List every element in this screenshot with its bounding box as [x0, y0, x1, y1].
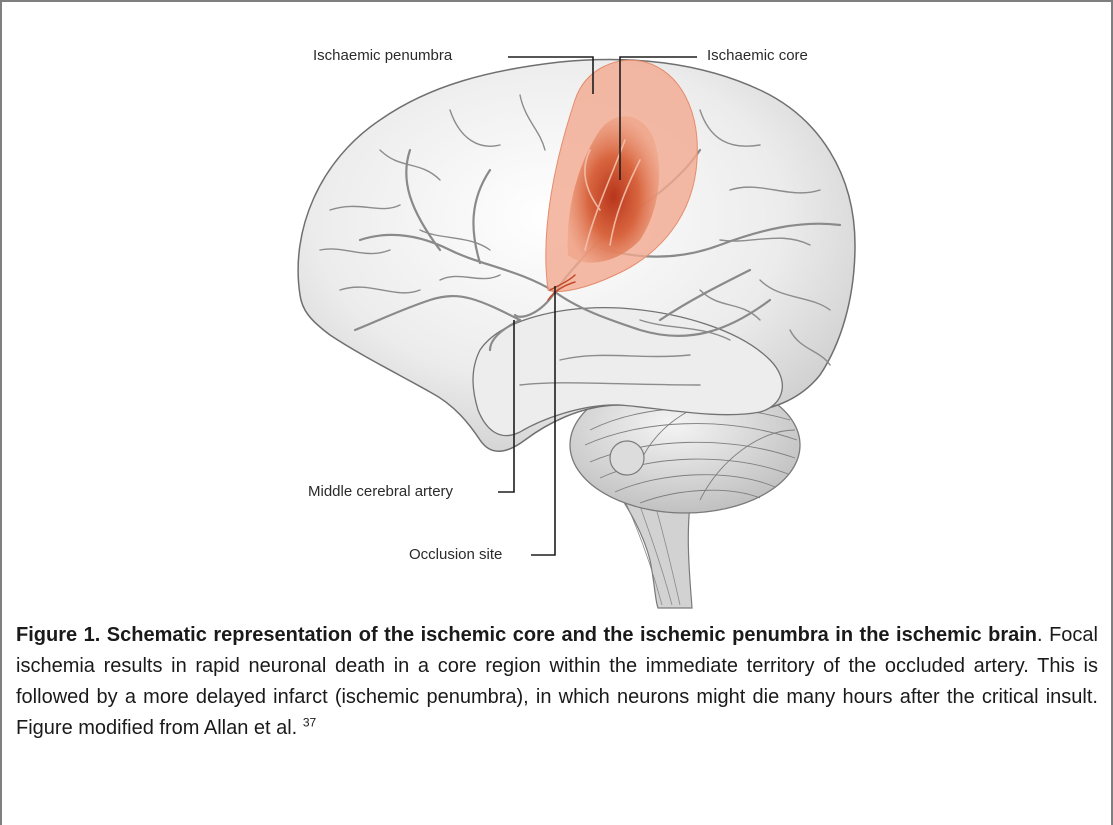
figure-label: Figure 1 — [16, 624, 95, 646]
pons-node — [610, 441, 644, 475]
label-ischaemic-core: Ischaemic core — [707, 47, 808, 64]
citation-number: 37 — [303, 715, 316, 729]
figure-caption: Figure 1. Schematic representation of th… — [16, 620, 1098, 744]
caption-title: Schematic representation of the ischemic… — [107, 624, 1037, 646]
label-ischaemic-penumbra: Ischaemic penumbra — [313, 47, 452, 64]
label-occlusion-site: Occlusion site — [409, 546, 502, 563]
label-middle-cerebral-artery: Middle cerebral artery — [308, 483, 453, 500]
brain-illustration — [0, 0, 1113, 612]
